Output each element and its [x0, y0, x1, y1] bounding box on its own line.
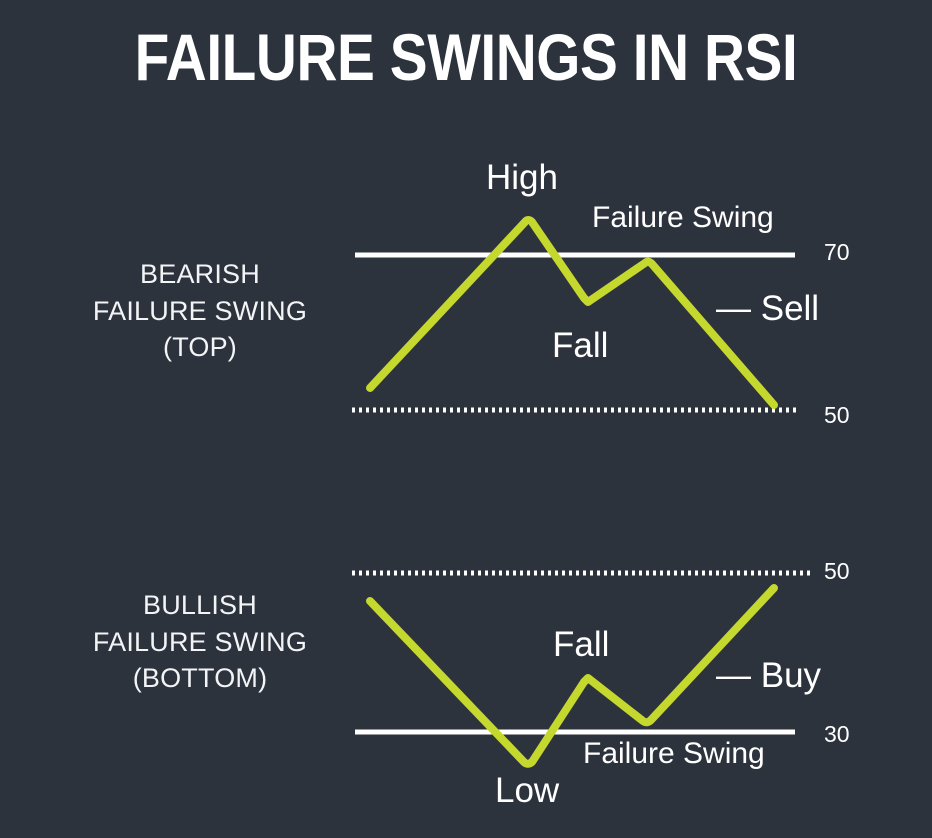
bearish-caption-line-2: FAILURE SWING: [92, 295, 308, 326]
bearish-chart-panel: [340, 150, 920, 440]
bearish-fall-label: Fall: [552, 326, 609, 365]
bullish-low-label: Low: [495, 771, 560, 810]
bullish-fall-label: Fall: [553, 625, 610, 664]
bullish-caption: BULLISH FAILURE SWING (BOTTOM): [30, 587, 370, 697]
page-title: FAILURE SWINGS IN RSI: [134, 20, 798, 94]
bearish-axis-value-upper: 70: [824, 239, 850, 265]
bullish-caption-line-1: BULLISH: [143, 590, 257, 620]
bullish-chart-panel: [340, 540, 920, 830]
bearish-caption-line-3: (TOP): [163, 332, 237, 363]
bearish-failure-swing-label: Failure Swing: [592, 201, 774, 234]
bullish-failure-swing-label: Failure Swing: [583, 737, 765, 770]
bearish-chart-svg: [352, 216, 796, 413]
bearish-high-label: High: [486, 158, 558, 197]
bullish-caption-line-3: (BOTTOM): [132, 663, 268, 694]
bearish-axis-value-lower: 50: [824, 402, 850, 428]
bullish-axis-value-upper: 50: [824, 558, 850, 584]
bullish-chart-svg: [352, 570, 812, 768]
bearish-caption: BEARISH FAILURE SWING (TOP): [30, 256, 370, 366]
bullish-axis-value-lower: 30: [824, 721, 850, 747]
bullish-buy-label: — Buy: [716, 656, 822, 695]
bearish-sell-label: — Sell: [716, 289, 820, 328]
bearish-caption-line-1: BEARISH: [140, 259, 260, 289]
bullish-caption-line-2: FAILURE SWING: [92, 626, 308, 657]
bullish-rsi-line: [366, 584, 778, 768]
bearish-rsi-line: [366, 216, 778, 409]
